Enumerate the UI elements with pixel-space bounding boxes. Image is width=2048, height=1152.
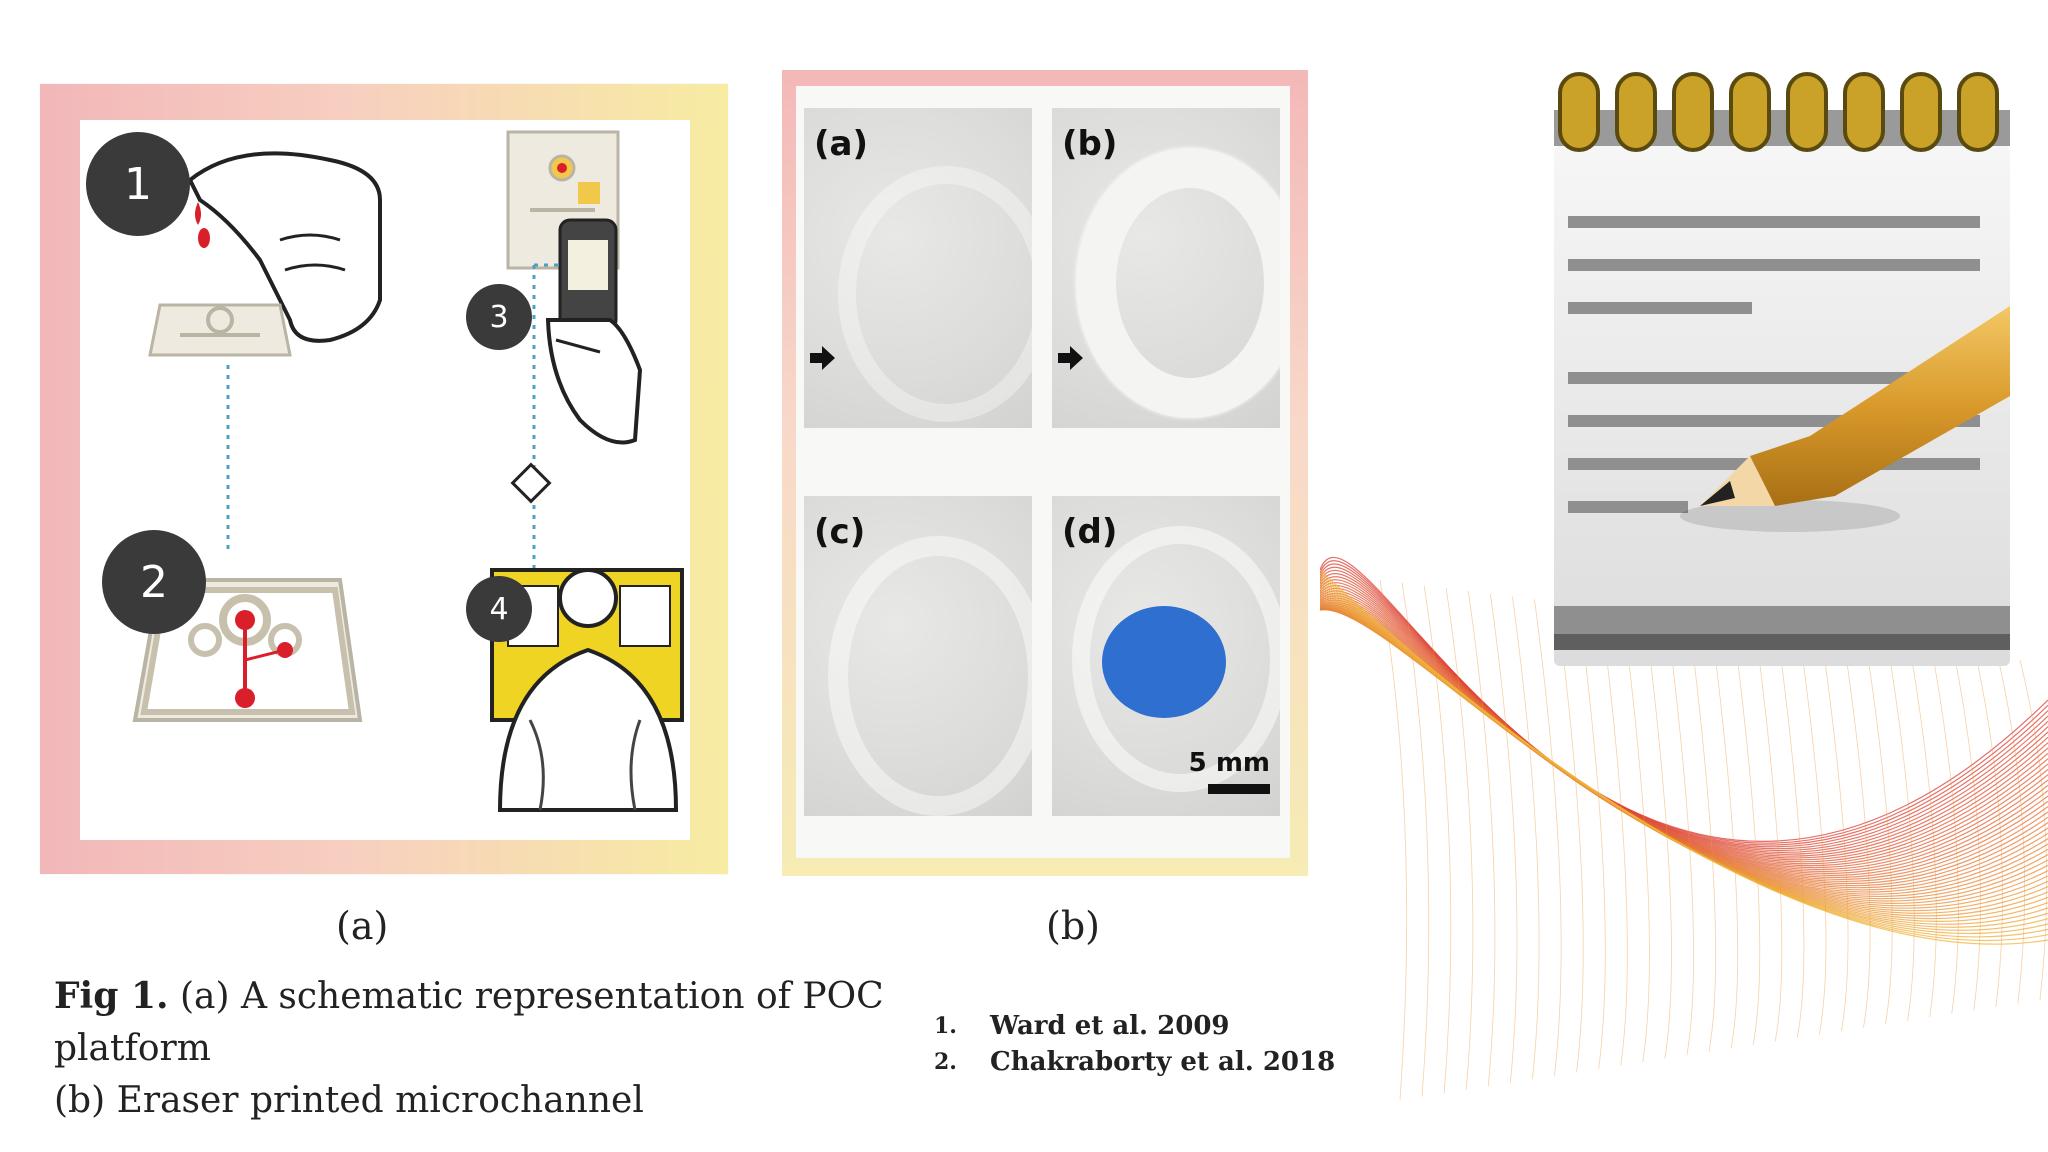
mesh-line <box>1666 615 1694 1056</box>
data-transfer-icon <box>510 462 552 504</box>
photo-c-label: (c) <box>814 512 866 552</box>
mesh-line <box>1953 651 1981 1011</box>
panel-b-inner: (a) (b) (c) (d) 5 mm <box>796 86 1290 858</box>
photo-d: (d) 5 mm <box>1052 496 1280 816</box>
notepad-pencil-icon <box>1554 72 2010 666</box>
pencil <box>1680 306 2010 532</box>
photo-c: (c) <box>804 496 1032 816</box>
reference-item: 2. Chakraborty et al. 2018 <box>934 1044 1364 1080</box>
caption-line-1-text: (a) A schematic representation of POC pl… <box>54 976 884 1069</box>
paper-device-small <box>148 303 292 357</box>
reference-item: 1. Ward et al. 2009 <box>934 1008 1364 1044</box>
mesh-line <box>1622 610 1650 1063</box>
mesh-line <box>1445 588 1474 1090</box>
figure-label: Fig 1. <box>54 975 169 1017</box>
step-4-badge: 4 <box>466 576 532 642</box>
caption-line-1: Fig 1. (a) A schematic representation of… <box>54 970 954 1075</box>
mesh-line <box>1578 604 1606 1070</box>
mesh-line <box>1754 626 1783 1042</box>
reference-text: Chakraborty et al. 2018 <box>990 1047 1336 1077</box>
mesh-line <box>1688 618 1717 1052</box>
figure-caption: Fig 1. (a) A schematic representation of… <box>54 970 954 1127</box>
mesh-line <box>1843 637 1871 1028</box>
mesh-line <box>1467 590 1496 1087</box>
panel-a-caption: (a) <box>336 904 389 948</box>
step-2-badge: 2 <box>102 530 206 634</box>
step-3-badge: 3 <box>466 284 532 350</box>
panel-a-schematic: 1 2 3 4 <box>40 84 728 874</box>
mesh-line <box>1489 593 1518 1083</box>
mesh-line <box>1931 648 1959 1014</box>
mesh-line <box>1776 629 1805 1039</box>
finger-drop-icon <box>187 151 382 343</box>
photo-a-label: (a) <box>814 124 869 164</box>
photo-d-label: (d) <box>1062 512 1118 552</box>
photo-a: (a) <box>804 108 1032 428</box>
mesh-line <box>1556 602 1584 1073</box>
photo-a-ring <box>838 166 1032 422</box>
mesh-line <box>1820 635 1849 1032</box>
mesh-line <box>1320 569 2048 945</box>
mesh-line <box>1534 599 1562 1076</box>
mesh-line <box>1732 624 1761 1045</box>
photo-c-ring <box>828 536 1032 816</box>
mesh-line <box>1865 640 1893 1025</box>
reference-text: Ward et al. 2009 <box>990 1011 1230 1041</box>
mesh-line <box>1997 657 2025 1004</box>
poc-schematic-illustration <box>132 130 684 812</box>
panel-a-inner: 1 2 3 4 <box>80 120 690 840</box>
panel-b-photos: (a) (b) (c) (d) 5 mm <box>782 70 1308 876</box>
scale-bar <box>1208 784 1270 794</box>
phone-icon <box>545 218 643 445</box>
reference-number: 2. <box>934 1049 957 1075</box>
arrow-right-icon <box>810 346 835 370</box>
photo-b-ring <box>1076 148 1280 418</box>
photo-b-label: (b) <box>1062 124 1118 164</box>
reference-number: 1. <box>934 1013 957 1039</box>
decorative-mesh-wave <box>1320 556 2048 1101</box>
blue-dye-spot <box>1102 606 1226 718</box>
mesh-line <box>1600 607 1628 1066</box>
panel-b-caption: (b) <box>1046 904 1100 948</box>
mesh-line <box>2019 659 2048 1001</box>
mesh-line <box>1644 613 1672 1059</box>
notepad-rings <box>1558 72 1999 152</box>
photo-b: (b) <box>1052 108 1280 428</box>
mesh-line <box>1512 596 1540 1080</box>
step-1-badge: 1 <box>86 132 190 236</box>
mesh-line <box>1887 643 1915 1021</box>
mesh-line <box>1379 579 1408 1101</box>
mesh-line <box>1909 646 1937 1018</box>
mesh-line <box>1401 582 1430 1097</box>
mesh-line <box>1798 632 1827 1035</box>
caption-line-2: (b) Eraser printed microchannel <box>54 1080 644 1121</box>
scale-bar-label: 5 mm <box>1188 748 1270 778</box>
mesh-line <box>1423 585 1452 1094</box>
references-list: 1. Ward et al. 2009 2. Chakraborty et al… <box>934 1008 1364 1080</box>
arrow-right-icon <box>1058 346 1083 370</box>
mesh-line <box>1975 654 2003 1007</box>
mesh-line <box>1710 621 1739 1049</box>
